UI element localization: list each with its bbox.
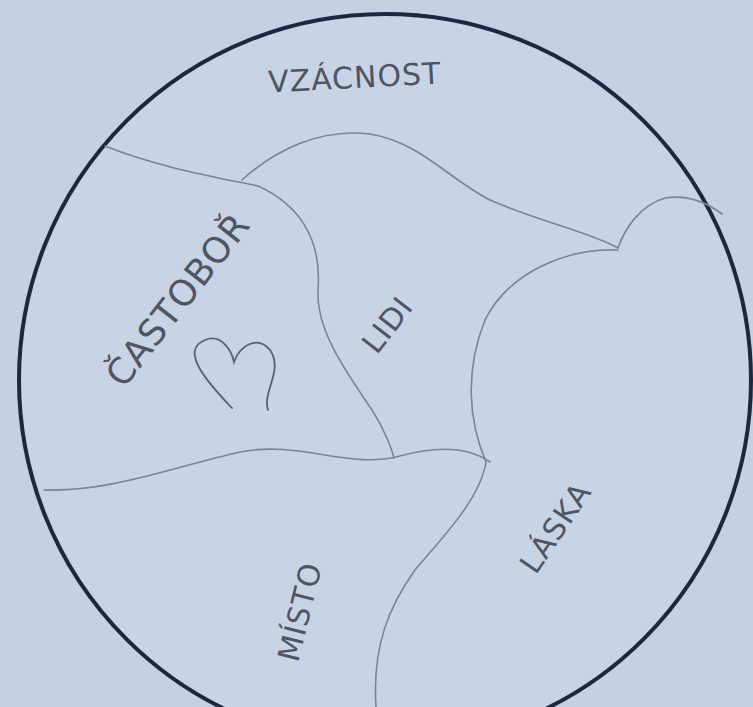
region-label: ČASTOBOŘ bbox=[100, 207, 257, 393]
map-outline bbox=[19, 14, 751, 707]
heart-symbol bbox=[195, 338, 275, 410]
region-border bbox=[105, 146, 394, 458]
region-label: LIDI bbox=[357, 292, 419, 359]
region-border bbox=[242, 133, 722, 248]
region-label: LÁSKA bbox=[515, 477, 597, 578]
region-label: MÍSTO bbox=[273, 560, 326, 665]
region-border bbox=[44, 449, 490, 490]
region-label: VZÁCNOST bbox=[268, 58, 443, 97]
